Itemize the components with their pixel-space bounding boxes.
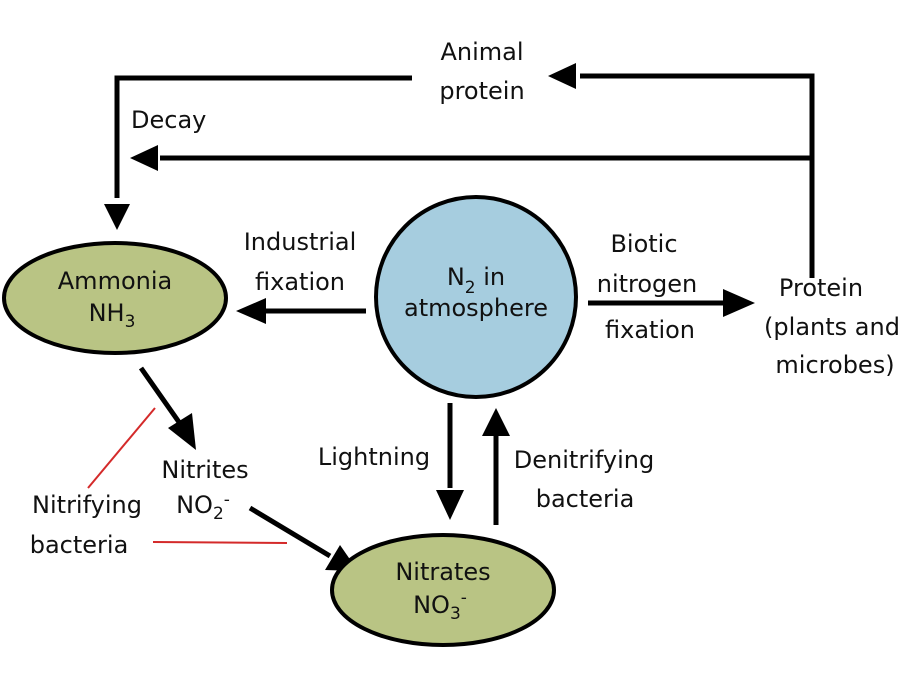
lightning-label: Lightning <box>318 443 430 471</box>
nitrites-label-line1: Nitrites <box>161 456 248 484</box>
nitrates-label-line1: Nitrates <box>395 558 490 586</box>
protein-label-line1: Protein <box>779 274 863 302</box>
industrial-fixation-arrow <box>236 298 366 324</box>
ammonia-node <box>2 241 228 355</box>
industrial-fixation-label-line1: Industrial <box>244 228 357 256</box>
ammonia-label-line1: Ammonia <box>58 267 172 295</box>
biotic-fixation-arrow <box>588 289 755 317</box>
biotic-fixation-label-line2: nitrogen <box>597 270 698 298</box>
nitrifying-link-line <box>152 541 288 544</box>
atmosphere-label-line2: atmosphere <box>404 294 548 322</box>
industrial-fixation-label-line2: fixation <box>255 268 345 296</box>
biotic-fixation-label-line1: Biotic <box>610 230 677 258</box>
protein-label-line2: (plants and <box>764 313 900 341</box>
nitrites-label-line2: NO2- <box>176 490 230 524</box>
ammonia-label-line2: NH3 <box>89 299 136 332</box>
nitrifying-link-line <box>87 407 156 489</box>
denitrifying-label-line1: Denitrifying <box>514 446 654 474</box>
protein-to-animal-protein-arrow <box>548 63 815 278</box>
animal-protein-to-ammonia-arrow <box>104 75 412 230</box>
nitrifying-label-line2: bacteria <box>30 531 129 559</box>
nitrifying-label-line1: Nitrifying <box>32 491 142 519</box>
nitrates-node <box>330 533 556 647</box>
decay-label: Decay <box>131 106 206 134</box>
decay-arrow <box>130 145 812 171</box>
animal-protein-label-line2: protein <box>439 77 524 105</box>
atmosphere-node <box>374 195 578 399</box>
atmosphere-label-line1: N2 in <box>447 263 505 298</box>
denitrifying-arrow <box>482 408 510 525</box>
animal-protein-label-line1: Animal <box>440 38 523 66</box>
ammonia-to-nitrites-arrow <box>138 366 196 450</box>
lightning-arrow <box>436 403 464 520</box>
nitrites-to-nitrates-arrow <box>248 505 358 571</box>
nitrates-label-line2: NO3- <box>413 588 467 624</box>
denitrifying-label-line2: bacteria <box>536 485 635 513</box>
biotic-fixation-label-line3: fixation <box>605 316 695 344</box>
protein-label-line3: microbes) <box>775 351 894 379</box>
